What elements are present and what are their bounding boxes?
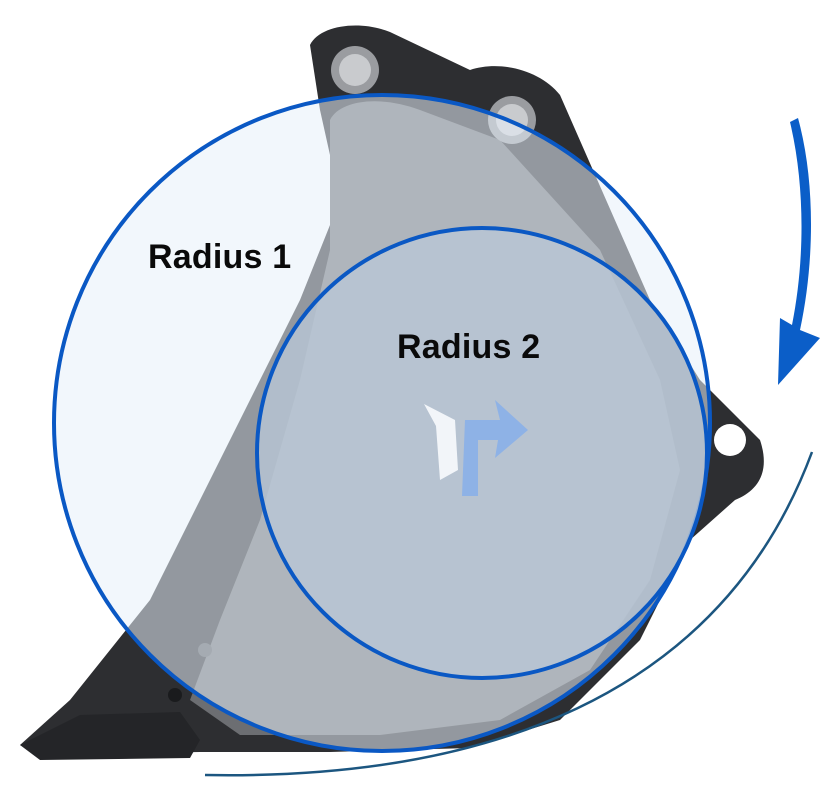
radius-2-label: Radius 2 xyxy=(397,328,541,366)
pin-hole-1-inner xyxy=(339,54,371,86)
curved-arrow-down-icon xyxy=(778,118,820,385)
bolt-1 xyxy=(168,688,182,702)
radius-1-label: Radius 1 xyxy=(148,238,292,276)
side-hole xyxy=(714,424,746,456)
radius-2-circle xyxy=(255,226,709,680)
t-logo-icon xyxy=(424,400,528,496)
swing-arc-line xyxy=(204,451,814,777)
bucket-tooth xyxy=(20,712,200,760)
